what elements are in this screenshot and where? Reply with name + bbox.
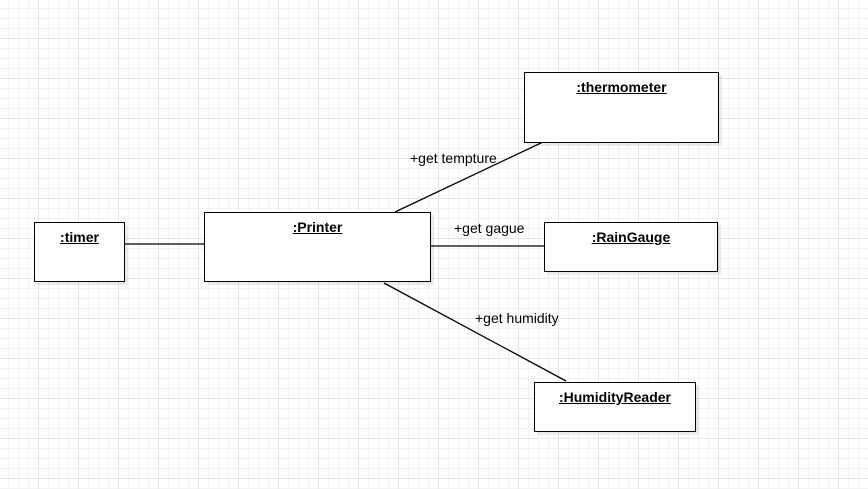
humidityreader-object[interactable]: :HumidityReader [534, 382, 696, 432]
link-label-humidity: +get humidity [475, 310, 559, 326]
thermometer-object-name: :thermometer [576, 79, 667, 95]
timer-object-name: :timer [60, 229, 99, 245]
link-label-temperature: +get tempture [410, 150, 497, 166]
humidityreader-object-name: :HumidityReader [558, 389, 672, 405]
link-printer-thermometer[interactable] [394, 141, 544, 213]
thermometer-object[interactable]: :thermometer [524, 72, 719, 143]
printer-object[interactable]: :Printer [204, 212, 431, 282]
raingauge-object[interactable]: :RainGauge [544, 222, 718, 272]
link-label-gauge: +get gague [454, 220, 525, 236]
link-printer-humidityreader[interactable] [383, 282, 567, 382]
timer-object[interactable]: :timer [34, 222, 125, 282]
printer-object-name: :Printer [292, 219, 343, 235]
raingauge-object-name: :RainGauge [591, 229, 671, 245]
